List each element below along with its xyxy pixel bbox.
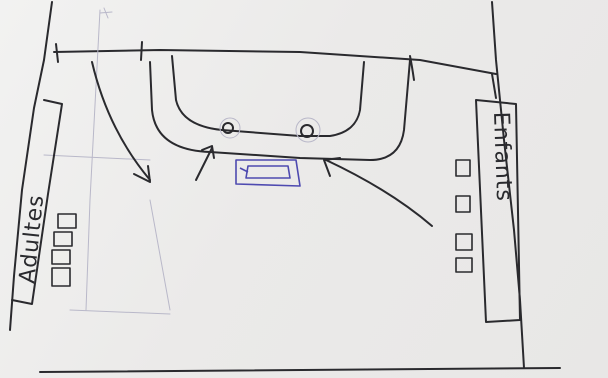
screen-box-outer xyxy=(236,160,300,186)
top-horizontal-line xyxy=(54,50,496,74)
right-seat-squares xyxy=(456,160,472,272)
screen-box-inner xyxy=(246,166,290,178)
pencil-star xyxy=(100,8,112,18)
seat-right-outline xyxy=(296,118,320,142)
right-label-enfants: Enfants xyxy=(488,111,516,202)
tick-mark-2 xyxy=(141,42,142,60)
seat-left xyxy=(223,123,233,133)
tick-mark-left xyxy=(56,44,58,62)
pencil-guide-2 xyxy=(70,310,170,314)
tick-mark-end xyxy=(492,74,496,98)
pencil-guide-1 xyxy=(86,10,100,310)
pencil-guide-4 xyxy=(150,200,170,310)
table-outer xyxy=(150,60,410,160)
frame-bottom-line xyxy=(40,368,560,372)
arrow-right-curve xyxy=(326,160,432,226)
table-inner xyxy=(172,56,364,136)
left-seat-squares xyxy=(52,214,76,286)
arrow-left-curve xyxy=(92,62,150,180)
arrow-up-left xyxy=(196,148,212,180)
arrow-right-head xyxy=(324,158,340,176)
